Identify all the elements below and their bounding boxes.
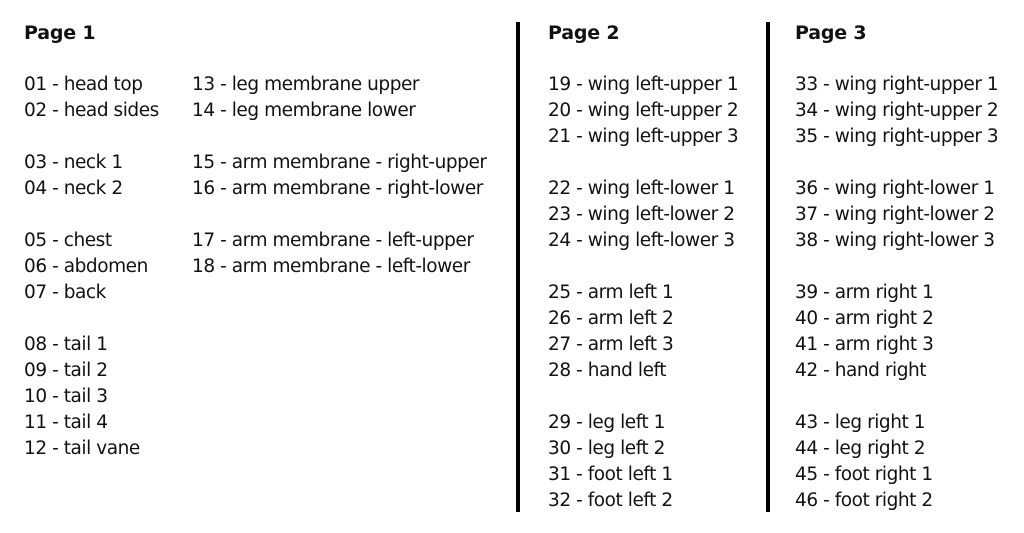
list-item: 19 - wing left-upper 1	[548, 74, 739, 95]
list-item: 46 - foot right 2	[795, 490, 933, 511]
list-item: 18 - arm membrane - left-lower	[192, 256, 470, 277]
list-item: 23 - wing left-lower 2	[548, 204, 735, 225]
list-item: 16 - arm membrane - right-lower	[192, 178, 483, 199]
list-item: 06 - abdomen	[24, 256, 148, 277]
list-item: 20 - wing left-upper 2	[548, 100, 739, 121]
column-divider-2	[766, 22, 770, 512]
list-item: 41 - arm right 3	[795, 334, 934, 355]
list-item: 03 - neck 1	[24, 152, 123, 173]
page-3-list: 33 - wing right-upper 1 34 - wing right-…	[795, 72, 999, 514]
list-item: 26 - arm left 2	[548, 308, 674, 329]
list-item: 34 - wing right-upper 2	[795, 100, 999, 121]
list-item: 43 - leg right 1	[795, 412, 926, 433]
list-item: 30 - leg left 2	[548, 438, 665, 459]
list-item: 27 - arm left 3	[548, 334, 674, 355]
list-item: 02 - head sides	[24, 100, 159, 121]
column-divider-1	[516, 22, 520, 512]
list-item: 42 - hand right	[795, 360, 927, 381]
list-item: 31 - foot left 1	[548, 464, 673, 485]
list-item: 01 - head top	[24, 74, 143, 95]
list-item: 09 - tail 2	[24, 360, 108, 381]
page-2-heading: Page 2	[548, 22, 620, 44]
list-item: 45 - foot right 1	[795, 464, 933, 485]
list-item: 29 - leg left 1	[548, 412, 665, 433]
list-item: 10 - tail 3	[24, 386, 108, 407]
list-item: 22 - wing left-lower 1	[548, 178, 735, 199]
list-item: 07 - back	[24, 282, 106, 303]
list-item: 05 - chest	[24, 230, 112, 251]
list-item: 36 - wing right-lower 1	[795, 178, 995, 199]
page-1-list-a: 01 - head top 02 - head sides 03 - neck …	[24, 72, 159, 462]
list-item: 37 - wing right-lower 2	[795, 204, 995, 225]
list-item: 35 - wing right-upper 3	[795, 126, 999, 147]
list-item: 38 - wing right-lower 3	[795, 230, 995, 251]
page-1-list-b: 13 - leg membrane upper 14 - leg membran…	[192, 72, 487, 280]
list-item: 32 - foot left 2	[548, 490, 673, 511]
list-item: 40 - arm right 2	[795, 308, 934, 329]
list-item: 04 - neck 2	[24, 178, 123, 199]
list-item: 11 - tail 4	[24, 412, 108, 433]
list-item: 17 - arm membrane - left-upper	[192, 230, 474, 251]
page-2-list: 19 - wing left-upper 1 20 - wing left-up…	[548, 72, 739, 514]
list-item: 13 - leg membrane upper	[192, 74, 420, 95]
list-item: 28 - hand left	[548, 360, 667, 381]
list-item: 25 - arm left 1	[548, 282, 674, 303]
list-item: 12 - tail vane	[24, 438, 140, 459]
list-item: 24 - wing left-lower 3	[548, 230, 735, 251]
page-1-heading: Page 1	[24, 22, 96, 44]
list-item: 14 - leg membrane lower	[192, 100, 416, 121]
list-item: 08 - tail 1	[24, 334, 108, 355]
list-item: 33 - wing right-upper 1	[795, 74, 999, 95]
list-item: 39 - arm right 1	[795, 282, 934, 303]
page-3-heading: Page 3	[795, 22, 867, 44]
list-item: 15 - arm membrane - right-upper	[192, 152, 487, 173]
list-item: 21 - wing left-upper 3	[548, 126, 739, 147]
list-item: 44 - leg right 2	[795, 438, 926, 459]
